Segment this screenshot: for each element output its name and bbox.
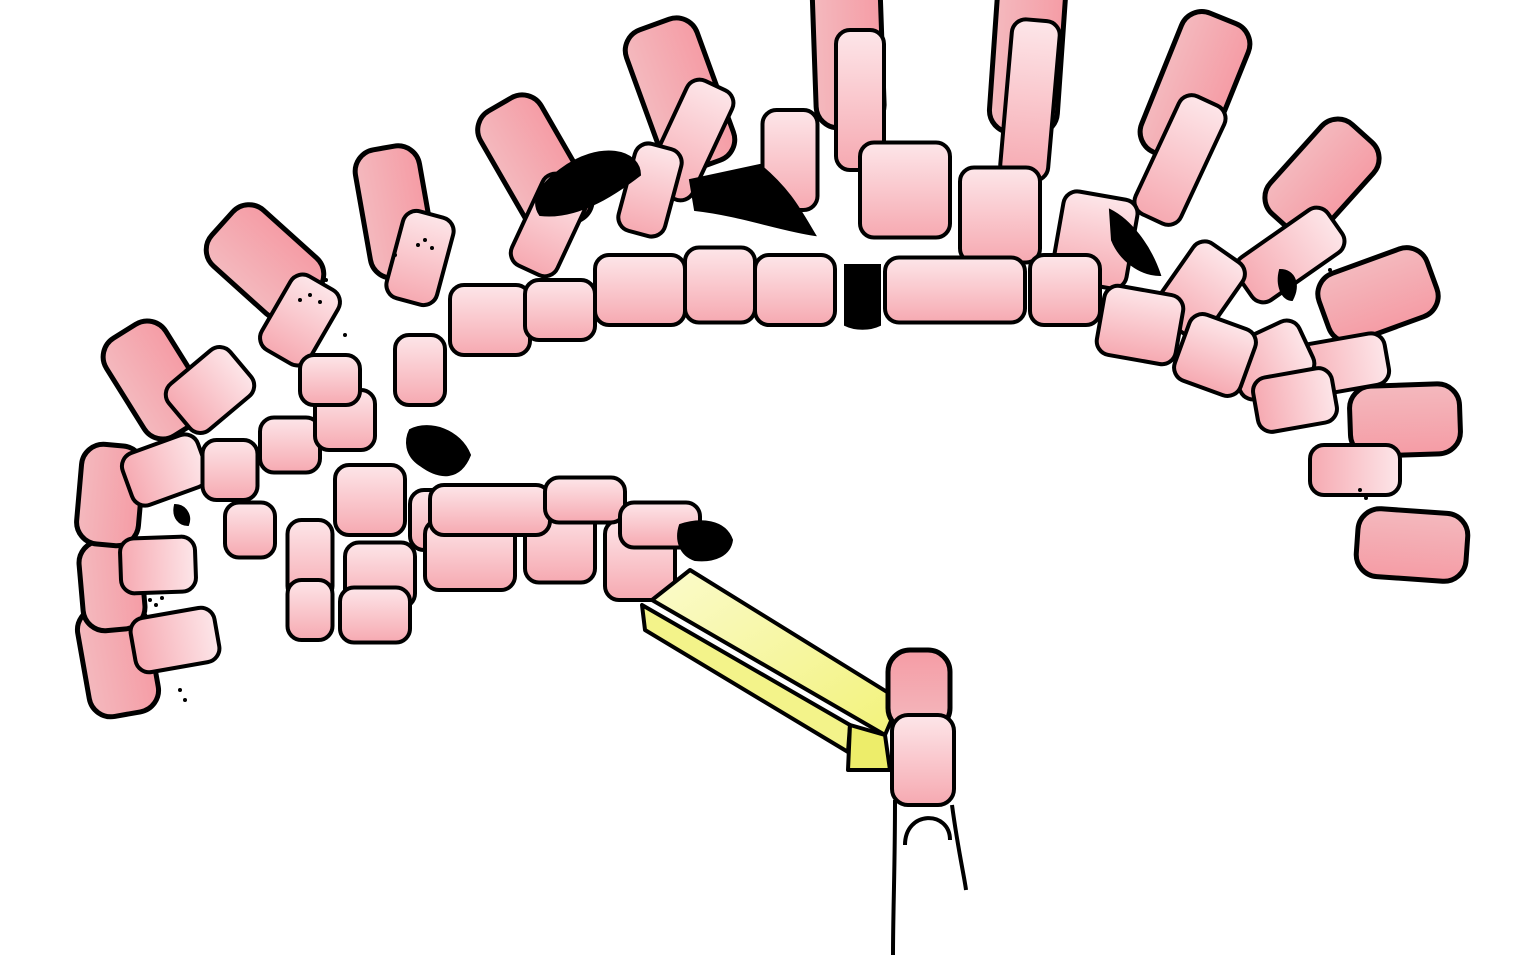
speckle-15 [160, 596, 164, 600]
intercellular-space-4 [1108, 208, 1162, 277]
speckle-18 [343, 333, 347, 337]
speckle-12 [1364, 496, 1368, 500]
inner-cell-42 [285, 578, 335, 642]
speckle-5 [416, 243, 420, 247]
intercellular-space-5 [1277, 268, 1297, 302]
speckle-8 [393, 253, 397, 257]
intercellular-space-layer [173, 150, 1297, 562]
inner-cell-48 [298, 353, 362, 407]
outer-cell-14 [1347, 381, 1463, 459]
inner-cell-33 [258, 415, 322, 475]
inner-cell-5 [258, 272, 342, 368]
inner-cell-18 [958, 165, 1042, 265]
inner-cell-1 [128, 605, 222, 675]
speckle-4 [324, 278, 328, 282]
inner-cell-24 [523, 278, 597, 342]
column-cell-walls [891, 799, 968, 956]
intercellular-space-1 [535, 150, 642, 217]
inner-cell-27 [753, 253, 837, 327]
inner-cell-26 [683, 245, 757, 325]
inner-cell-14 [1308, 443, 1402, 497]
inner-cell-43 [338, 585, 412, 645]
speckle-14 [154, 603, 158, 607]
inner-cell-12 [1233, 205, 1347, 305]
inner-cell-28 [883, 255, 1027, 325]
inner-cell-29 [1028, 253, 1102, 327]
inner-cell-22 [1251, 366, 1339, 434]
speckle-17 [183, 698, 187, 702]
intercellular-space-2 [688, 163, 817, 237]
inner-cell-47 [223, 500, 277, 560]
inner-cell-30 [1094, 283, 1186, 367]
inner-cell-32 [200, 438, 260, 502]
detached-cell-column [885, 647, 968, 956]
inner-cell-layer [118, 17, 1402, 675]
inner-cell-31 [1172, 312, 1258, 398]
outer-cell-15 [1353, 506, 1471, 584]
inner-cell-6 [384, 208, 456, 308]
intercellular-space-3 [844, 264, 881, 330]
speckle-11 [1358, 488, 1362, 492]
inner-cell-11 [1132, 93, 1228, 227]
inner-cell-23 [448, 283, 532, 357]
cell-speckles [148, 238, 1368, 702]
inner-cell-4 [163, 345, 257, 435]
inner-cell-45 [543, 475, 627, 525]
column-cell-lower-edge [903, 816, 952, 846]
inner-cell-2 [118, 534, 198, 596]
column-cell-middle [890, 713, 956, 807]
outer-cell-13 [1315, 245, 1441, 345]
inner-cell-25 [593, 253, 687, 327]
speckle-7 [430, 246, 434, 250]
speckle-13 [148, 598, 152, 602]
speckle-6 [423, 238, 427, 242]
speckle-1 [298, 298, 302, 302]
intercellular-space-8 [173, 503, 191, 527]
outer-cell-12 [1262, 116, 1382, 240]
inner-cell-49 [393, 333, 447, 407]
speckle-3 [318, 300, 322, 304]
inner-cell-35 [333, 463, 407, 537]
inner-cell-44 [428, 483, 552, 537]
intercellular-space-6 [406, 425, 472, 477]
inner-cell-17 [858, 140, 952, 240]
inner-cell-3 [119, 432, 211, 508]
intercellular-space-7 [677, 520, 734, 562]
speckle-2 [308, 293, 312, 297]
casparian-strip [640, 568, 902, 772]
speckle-16 [178, 688, 182, 692]
speckle-9 [1328, 268, 1332, 272]
speckle-10 [1323, 276, 1327, 280]
